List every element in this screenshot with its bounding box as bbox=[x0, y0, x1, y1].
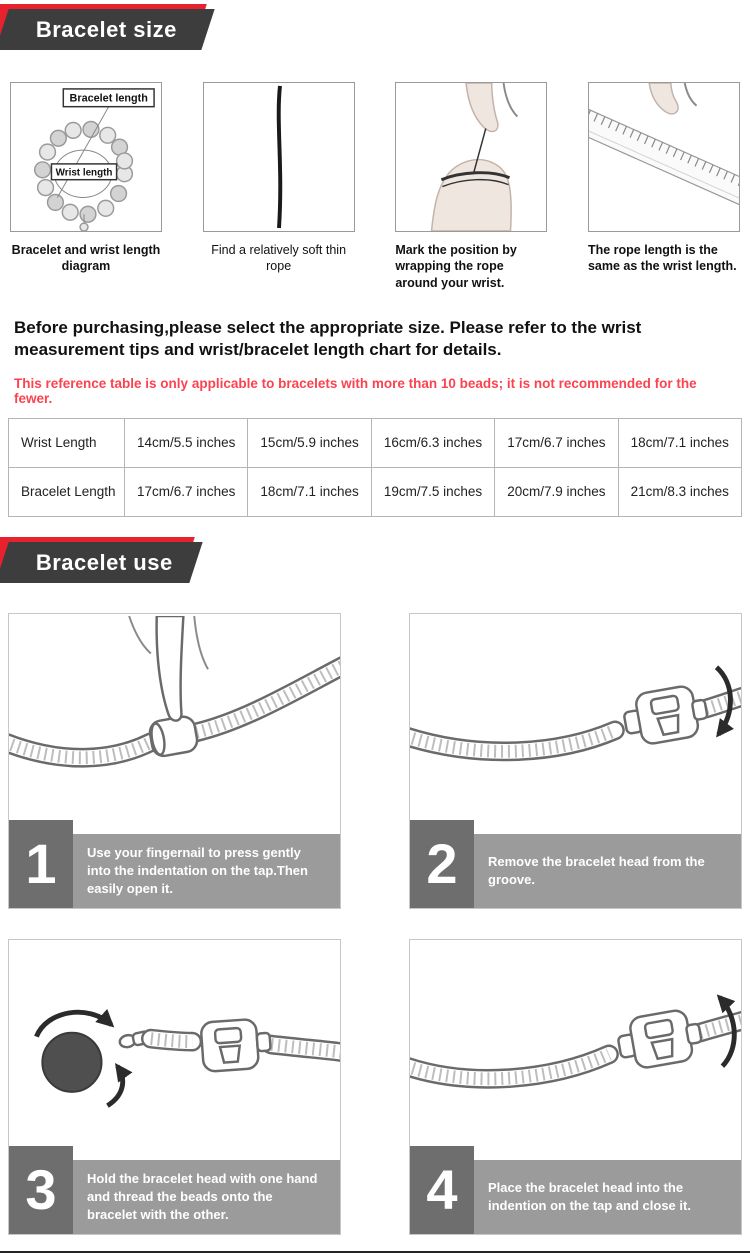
use-step-panel-1: 1 Use your fingernail to press gently in… bbox=[8, 612, 341, 909]
rotate-arrow-icon bbox=[34, 1008, 115, 1038]
use-steps-grid: 1 Use your fingernail to press gently in… bbox=[0, 612, 750, 1235]
step-text: Remove the bracelet head from the groove… bbox=[488, 853, 705, 887]
step-caption-band: 4 Place the bracelet head into the inden… bbox=[410, 1145, 741, 1234]
step-text: Use your fingernail to press gently into… bbox=[87, 844, 308, 897]
table-cell: 19cm/7.5 inches bbox=[370, 466, 496, 517]
table-row-bracelet: Bracelet Length 17cm/6.7 inches 18cm/7.1… bbox=[8, 466, 743, 517]
bracelet-head-clasp bbox=[200, 1018, 272, 1073]
wrist-hand-shape bbox=[431, 158, 513, 231]
row-header: Wrist Length bbox=[8, 417, 125, 468]
bracelet-cord bbox=[9, 656, 340, 768]
ruler-illustration bbox=[588, 83, 739, 218]
close-direction-arrow-icon bbox=[716, 994, 737, 1068]
clasp-cylinder bbox=[148, 715, 199, 758]
table-cell: 17cm/6.7 inches bbox=[123, 466, 249, 517]
use-section-banner: Bracelet use bbox=[0, 536, 750, 587]
table-cell: 20cm/7.9 inches bbox=[494, 466, 619, 517]
measurement-panels-row: Bracelet length Wrist length Bracelet an… bbox=[0, 82, 750, 291]
panel-caption: Find a relatively soft thin rope bbox=[211, 243, 347, 274]
table-row-wrist: Wrist Length 14cm/5.5 inches 15cm/5.9 in… bbox=[8, 417, 743, 468]
rope-image bbox=[202, 82, 355, 232]
table-cell: 18cm/7.1 inches bbox=[247, 466, 372, 517]
bracelet-length-line bbox=[56, 106, 110, 198]
step-number: 3 bbox=[9, 1145, 73, 1234]
panel-caption: Mark the position by wrapping the rope a… bbox=[395, 243, 517, 290]
ruler-image bbox=[587, 82, 740, 232]
row-header: Bracelet Length bbox=[8, 466, 125, 517]
banner-dark-shape: Bracelet size bbox=[0, 9, 215, 50]
size-section-banner: Bracelet size bbox=[0, 4, 750, 54]
table-cell: 14cm/5.5 inches bbox=[123, 417, 249, 468]
pressing-finger bbox=[128, 615, 209, 722]
size-intro-text: Before purchasing,please select the appr… bbox=[14, 317, 642, 359]
wrist-length-label: Wrist length bbox=[50, 163, 118, 181]
use-step-panel-3: 3 Hold the bracelet head with one hand a… bbox=[8, 938, 341, 1235]
step-number: 4 bbox=[410, 1145, 474, 1234]
bracelet-cord bbox=[410, 686, 741, 762]
step-caption-band: 2 Remove the bracelet head from the groo… bbox=[410, 819, 741, 908]
bracelet-cord bbox=[410, 1010, 741, 1089]
table-cell: 18cm/7.1 inches bbox=[617, 417, 743, 468]
bead bbox=[41, 1031, 103, 1093]
dangle-charm bbox=[79, 214, 89, 231]
bracelet-head-clasp bbox=[617, 1009, 703, 1069]
ruler-body bbox=[588, 96, 739, 218]
step1-press-tab-illustration bbox=[9, 615, 340, 768]
banner-dark-shape: Bracelet use bbox=[0, 541, 203, 583]
size-note-text: This reference table is only applicable … bbox=[14, 375, 697, 406]
table-cell: 21cm/8.3 inches bbox=[617, 466, 743, 517]
step-caption-band: 3 Hold the bracelet head with one hand a… bbox=[9, 1145, 340, 1234]
panel-bracelet-diagram: Bracelet length Wrist length Bracelet an… bbox=[10, 82, 162, 291]
panel-wrap-wrist: Mark the position by wrapping the rope a… bbox=[395, 82, 548, 291]
table-cell: 15cm/5.9 inches bbox=[247, 417, 372, 468]
charm-bracelet-illustration: Bracelet length Wrist length bbox=[33, 88, 155, 231]
step-text: Place the bracelet head into the indenti… bbox=[488, 1179, 691, 1213]
bracelet-size-guide-page: Bracelet size bbox=[0, 4, 750, 1253]
bracelet-cord bbox=[140, 1028, 340, 1062]
size-section-title: Bracelet size bbox=[36, 16, 178, 42]
thread-arrow-icon bbox=[106, 1062, 133, 1108]
wrap-wrist-image bbox=[395, 82, 548, 232]
open-direction-arrow-icon bbox=[714, 665, 734, 738]
upper-hand bbox=[465, 83, 519, 172]
panel-caption: The rope length is the same as the wrist… bbox=[587, 243, 737, 274]
step-caption-band: 1 Use your fingernail to press gently in… bbox=[9, 819, 340, 908]
panel-soft-rope: Find a relatively soft thin rope bbox=[202, 82, 355, 291]
bead-ring bbox=[33, 120, 134, 223]
thin-rope-illustration bbox=[276, 85, 282, 229]
step3-thread-beads-illustration bbox=[34, 1008, 340, 1108]
use-step-panel-4: 4 Place the bracelet head into the inden… bbox=[409, 938, 742, 1235]
use-step-panel-2: 2 Remove the bracelet head from the groo… bbox=[409, 612, 742, 909]
table-cell: 17cm/6.7 inches bbox=[494, 417, 619, 468]
holding-fingers bbox=[648, 83, 698, 115]
table-cell: 16cm/6.3 inches bbox=[370, 417, 496, 468]
bracelet-length-label: Bracelet length bbox=[62, 88, 155, 108]
size-reference-table: Wrist Length 14cm/5.5 inches 15cm/5.9 in… bbox=[8, 417, 743, 517]
bracelet-head-clasp bbox=[623, 685, 709, 745]
step-number: 1 bbox=[9, 819, 73, 908]
step-text: Hold the bracelet head with one hand and… bbox=[87, 1170, 318, 1223]
panel-caption: Bracelet and wrist length diagram bbox=[11, 243, 161, 274]
rope-around-wrist bbox=[441, 171, 511, 188]
hand-wrapping-rope-illustration bbox=[431, 83, 519, 231]
svg-text:Wrist length: Wrist length bbox=[56, 168, 113, 179]
step4-close-head-illustration bbox=[410, 994, 741, 1089]
use-section-title: Bracelet use bbox=[36, 549, 173, 575]
svg-text:Bracelet length: Bracelet length bbox=[70, 93, 148, 105]
panel-ruler: The rope length is the same as the wrist… bbox=[587, 82, 740, 291]
step2-remove-head-illustration bbox=[410, 665, 741, 762]
step-number: 2 bbox=[410, 819, 474, 908]
bracelet-diagram-image: Bracelet length Wrist length bbox=[10, 82, 162, 232]
